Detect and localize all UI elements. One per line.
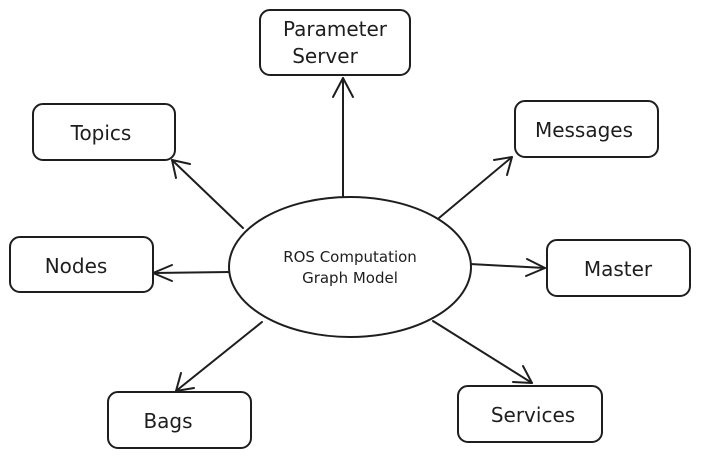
center-node: ROS Computation Graph Model bbox=[228, 196, 472, 338]
edge-services bbox=[432, 320, 533, 384]
bags-label: Bags bbox=[143, 409, 192, 433]
node-bags: Bags bbox=[107, 391, 252, 449]
edge-nodes bbox=[152, 264, 231, 282]
node-nodes: Nodes bbox=[9, 236, 154, 293]
edge-messages bbox=[438, 156, 513, 219]
node-master: Master bbox=[546, 239, 691, 297]
node-messages: Messages bbox=[514, 100, 659, 158]
center-title-line1: ROS Computation bbox=[283, 248, 417, 266]
master-label: Master bbox=[584, 257, 653, 281]
messages-label: Messages bbox=[535, 118, 633, 142]
edge-master bbox=[469, 258, 546, 277]
nodes-label: Nodes bbox=[45, 254, 108, 278]
edge-bags bbox=[175, 321, 263, 392]
node-parameter-server: Parameter Server bbox=[259, 9, 411, 76]
node-services: Services bbox=[457, 385, 603, 443]
services-label: Services bbox=[491, 403, 575, 427]
parameter-server-label-line1: Parameter bbox=[283, 17, 388, 41]
edge-parameter-server bbox=[332, 77, 354, 198]
parameter-server-label-line2: Server bbox=[292, 44, 358, 68]
edge-topics bbox=[171, 159, 244, 229]
topics-label: Topics bbox=[70, 121, 132, 145]
node-topics: Topics bbox=[32, 103, 176, 161]
center-title-line2: Graph Model bbox=[302, 269, 398, 287]
